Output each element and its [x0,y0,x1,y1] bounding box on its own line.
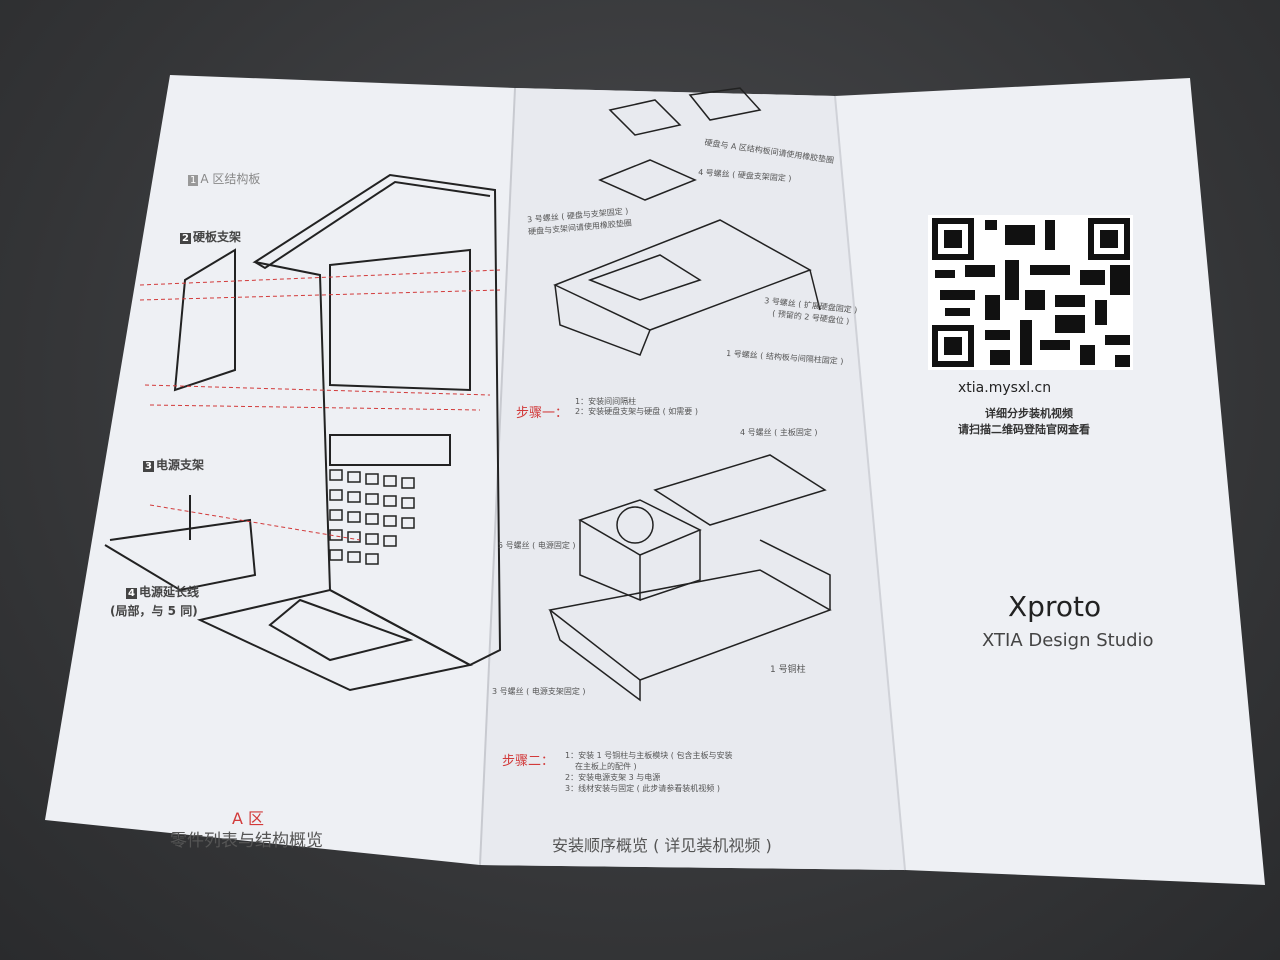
case-base-drawing [548,454,832,702]
step1-item: 2：安装硬盘支架与硬盘 ( 如需要 ) [575,407,698,416]
website-url: xtia.mysxl.cn [958,380,1052,396]
callout: 5 号螺丝 ( 电源固定 ) [498,541,576,550]
studio-name: XTIA Design Studio [982,630,1154,651]
step2-item: 3：线材安装与固定 ( 此步请参看装机视频 ) [565,784,720,793]
step2-item: 2：安装电源支架 3 与电源 [565,773,661,782]
structure-plate-drawing [104,173,502,692]
section-title-a: A 区 [232,809,265,828]
step2-item: 1：安装 1 号铜柱与主板模块 ( 包含主板与安装 [565,751,733,760]
section-subtitle-a: 零件列表与结构概览 [170,831,323,851]
step1-item: 1：安装间间隔柱 [575,397,637,406]
guide-lines [139,269,501,541]
scan-note: 请扫描二维码登陆官网查看 [958,423,1090,436]
hdd-tray-drawing [553,87,821,356]
video-note: 详细分步装机视频 [985,407,1073,420]
callout: 3 号螺丝 ( 电源支架固定 ) [492,687,586,696]
step1-title: 步骤一： [516,406,569,421]
qr-code [928,215,1133,370]
section-title-assembly: 安装顺序概览 ( 详见装机视频 ) [552,836,772,855]
fold-line [834,95,906,871]
callout: 4 号螺丝 ( 主板固定 ) [740,428,818,437]
step2-title: 步骤二： [502,754,555,769]
brand-logo: Xproto [1008,590,1102,623]
part-4-note: (局部，与 5 同) [110,604,198,618]
callout: 1 号铜柱 [770,665,806,675]
step2-item: 在主板上的配件 ) [575,762,637,771]
